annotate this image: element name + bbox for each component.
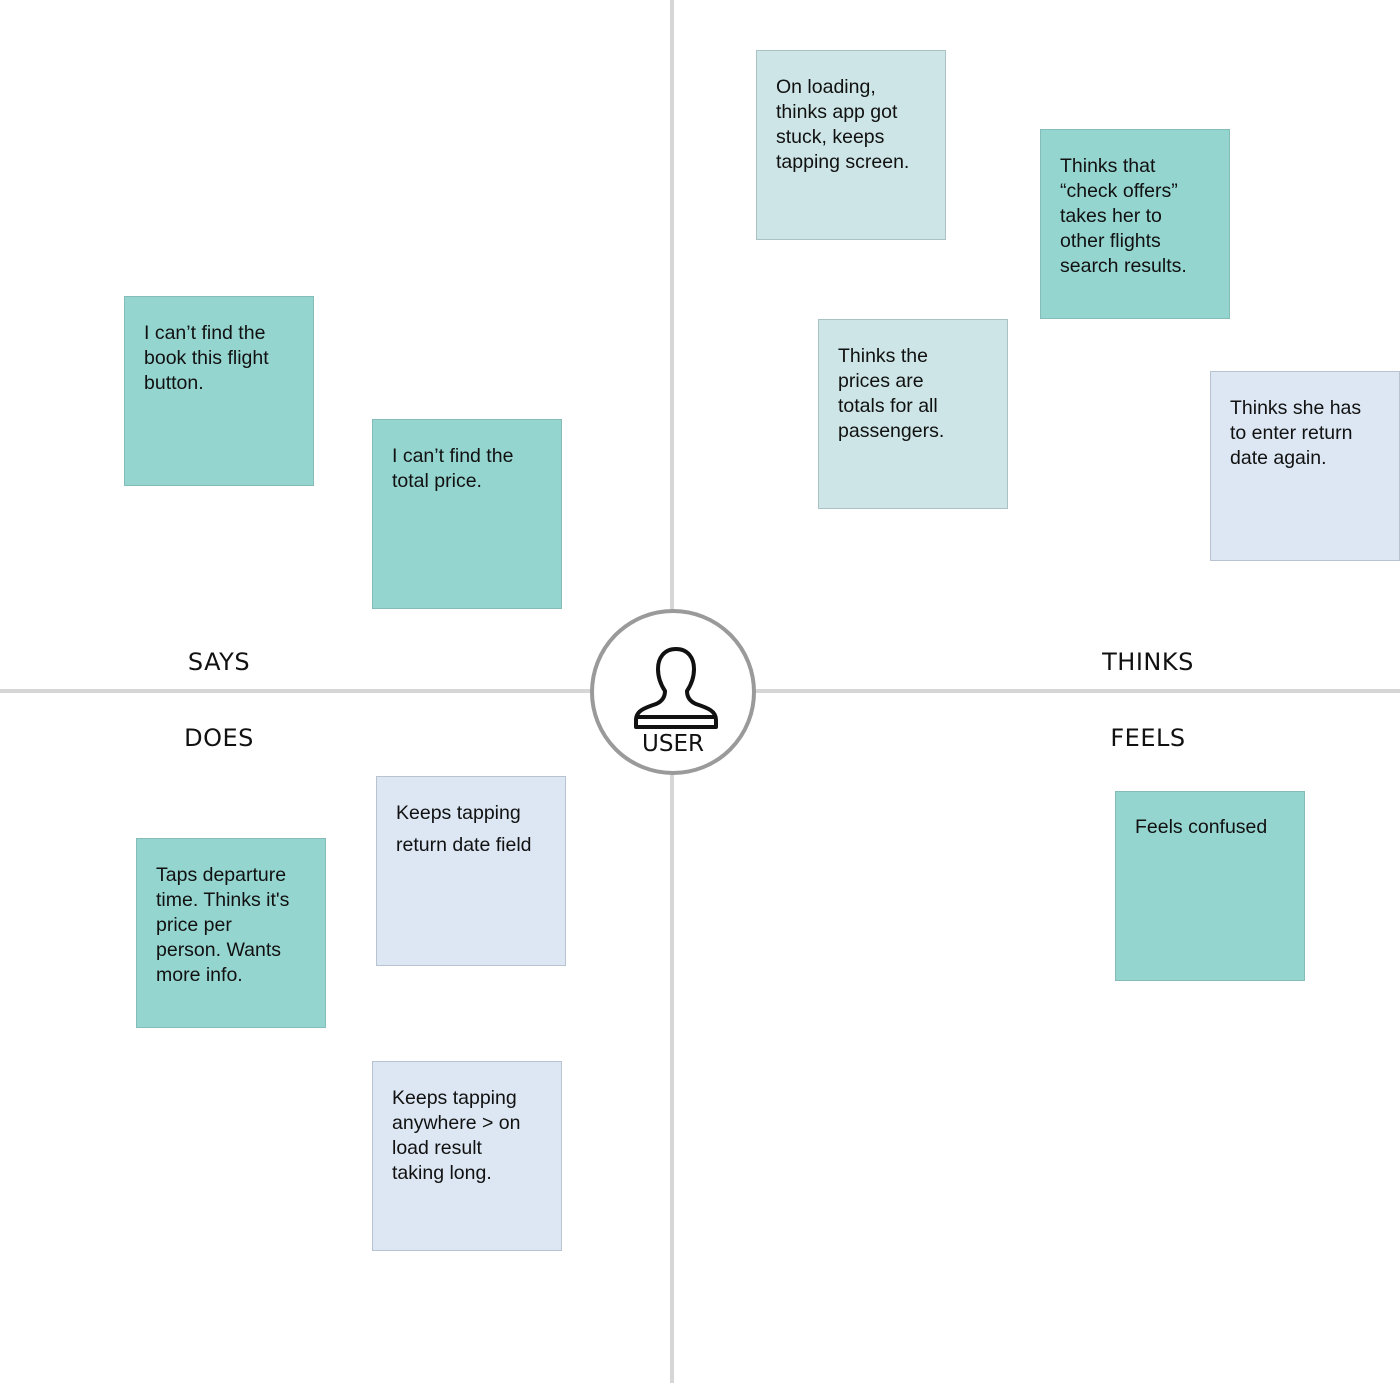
user-silhouette-icon [634, 647, 718, 729]
sticky-note-does-3: Keeps tapping anywhere > on load result … [372, 1061, 562, 1251]
says-label: SAYS [187, 648, 251, 676]
thinks-label: THINKS [1102, 648, 1194, 676]
sticky-note-feels-1: Feels confused [1115, 791, 1305, 981]
sticky-note-says-2: I can’t find the total price. [372, 419, 562, 609]
sticky-note-says-1: I can’t find the book this flight button… [124, 296, 314, 486]
sticky-note-thinks-2: Thinks that “check offers” takes her to … [1040, 129, 1230, 319]
sticky-note-does-2: Taps departure time. Thinks it's price p… [136, 838, 326, 1028]
feels-label: FEELS [1110, 724, 1186, 752]
does-label: DOES [184, 724, 254, 752]
sticky-note-thinks-3: Thinks the prices are totals for all pas… [818, 319, 1008, 509]
sticky-note-thinks-4: Thinks she has to enter return date agai… [1210, 371, 1400, 561]
user-label: USER [642, 731, 704, 757]
sticky-note-thinks-1: On loading, thinks app got stuck, keeps … [756, 50, 946, 240]
user-center-circle: USER [590, 609, 756, 775]
sticky-note-does-1: Keeps tapping return date field [376, 776, 566, 966]
